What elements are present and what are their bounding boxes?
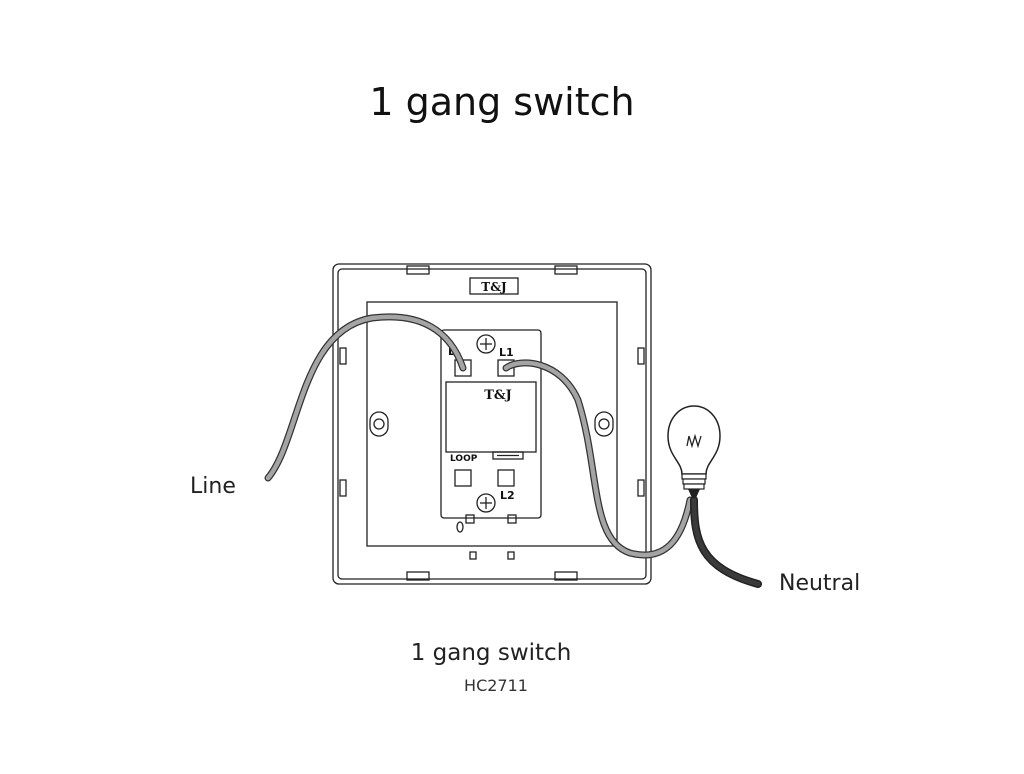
diagram-title: 1 gang switch xyxy=(369,80,635,124)
module-brand: T&J xyxy=(484,388,512,403)
loop-label: LOOP xyxy=(450,454,478,464)
line-label: Line xyxy=(190,474,236,499)
plate-brand: T&J xyxy=(481,280,507,294)
terminal-l1 xyxy=(497,359,515,377)
switch-plate: T&J xyxy=(332,263,652,585)
left-mounting-hole-icon xyxy=(369,411,389,437)
light-bulb-icon xyxy=(667,405,721,498)
top-screw-icon xyxy=(476,334,496,354)
strip-gauge-icon xyxy=(492,451,524,460)
caption-name: 1 gang switch xyxy=(410,640,572,666)
terminal-l2-label: L2 xyxy=(500,489,515,502)
neutral-label: Neutral xyxy=(779,571,861,596)
line-wire xyxy=(264,313,467,482)
terminal-l1-label: L1 xyxy=(499,346,514,359)
neutral-wire xyxy=(690,496,762,588)
bottom-screw-icon xyxy=(476,493,496,513)
caption-model: HC2711 xyxy=(464,676,528,695)
terminal-loop xyxy=(454,469,472,487)
terminal-l2 xyxy=(497,469,515,487)
right-mounting-hole-icon xyxy=(594,411,614,437)
switched-wire xyxy=(502,359,694,559)
